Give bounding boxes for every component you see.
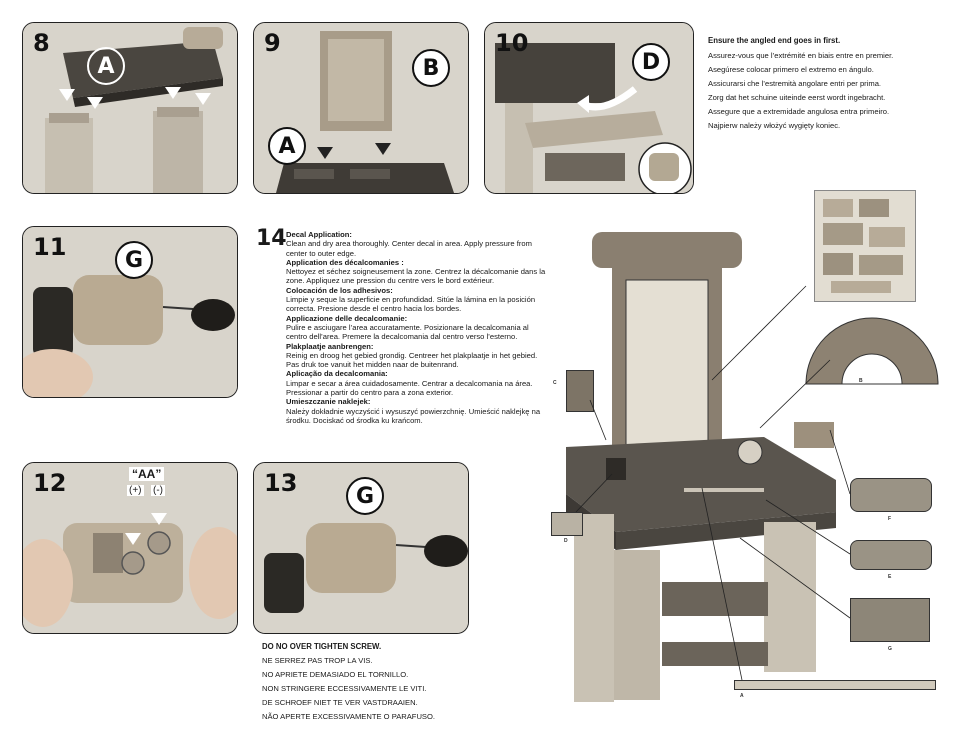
decal-f [850,478,932,512]
decal-label-a: A [740,693,744,699]
battery-polarity-plus: (+) [127,485,144,496]
screw-warning: DO NO OVER TIGHTEN SCREW. NE SERREZ PAS … [262,640,512,724]
step-9-number: 9 [264,29,281,57]
down-arrow-icon [375,143,391,155]
workbench-illustration [566,232,836,702]
down-arrow-icon [195,93,211,105]
decal-text: Nettoyez et séchez soigneusement la zone… [286,267,546,286]
angled-end-line: Assurez-vous que l’extrémité en biais en… [708,51,894,60]
angled-end-line: Najpierw należy włożyć wygięty koniec. [708,121,841,130]
step-12-number: 12 [33,469,67,497]
part-label-a: A [87,47,125,85]
decal-g [850,598,930,642]
screw-warning-line: NON STRINGERE ECCESSIVAMENTE LE VITI. [262,684,427,693]
part-label-g: G [346,477,384,515]
screw-warning-line: NE SERREZ PAS TROP LA VIS. [262,656,373,665]
step-12-panel: 12 “AA” (+) (-) [22,462,238,634]
decal-text: Limpie y seque la superficie en profundi… [286,295,536,314]
step-11-illustration [23,227,237,397]
angled-end-line: Assegure que a extremidade angulosa entr… [708,107,890,116]
down-arrow-icon [317,147,333,159]
decal-label-e: E [888,574,892,580]
screw-warning-title: DO NO OVER TIGHTEN SCREW. [262,642,382,651]
decal-label-g: G [888,646,892,652]
decal-label-f: F [888,516,892,522]
screw-warning-line: DE SCHROEF NIET TE VER VASTDRAAIEN. [262,698,418,707]
decal-heading: Application des décalcomanies : [286,257,404,267]
step-10-number: 10 [495,29,529,57]
step-8-panel: 8 A [22,22,238,194]
decal-text: Należy dokładnie wyczyścić i wysuszyć po… [286,406,541,425]
decal-heading: Decal Application: [286,230,352,239]
decal-label-c: C [553,380,557,386]
step-14-number: 14 [256,226,287,251]
battery-polarity-minus: (-) [151,485,165,496]
step-13-illustration [254,463,468,633]
protractor-decal [805,317,939,385]
angled-end-line: Assicurarsi che l’estremità angolare ent… [708,79,882,88]
down-arrow-icon [59,89,75,101]
angled-end-line: Zorg dat het schuine uiteinde eerst word… [708,93,886,102]
ruler-decal [734,680,936,690]
step-11-number: 11 [33,233,67,261]
part-label-d: D [632,43,670,81]
decal-heading: Umieszczanie naklejek: [286,397,371,407]
down-arrow-icon [125,533,141,545]
decal-e [850,540,932,570]
decal-c [566,370,594,412]
decal-sheet-thumbnail [814,190,916,302]
battery-type-label: “AA” [129,467,165,481]
step-9-illustration [254,23,468,193]
screw-warning-line: NÃO APERTE EXCESSIVAMENTE O PARAFUSO. [262,712,436,721]
angled-end-instructions: Ensure the angled end goes in first. Ass… [708,36,948,133]
decal-label-b: B [859,378,863,384]
down-arrow-icon [151,513,167,525]
down-arrow-icon [165,87,181,99]
decal-heading: Applicazione delle decalcomanie: [286,313,408,323]
step-13-panel: 13 G [253,462,469,634]
step-11-panel: 11 G [22,226,238,398]
screw-warning-line: NO APRIETE DEMASIADO EL TORNILLO. [262,670,409,679]
decal-label-d: D [564,538,568,544]
part-label-b: B [412,49,450,87]
decal-text: Reinig en droog het gebied grondig. Cent… [286,350,538,370]
step-8-illustration [23,23,237,193]
down-arrow-icon [87,97,103,109]
part-label-a: A [268,127,306,165]
angled-end-title: Ensure the angled end goes in first. [708,36,841,45]
step-9-panel: 9 B A [253,22,469,194]
decal-text: Pulire e asciugare l’area accuratamente.… [286,322,529,342]
decal-text: Clean and dry area thoroughly. Center de… [286,239,532,258]
decal-heading: Colocación de los adhesivos: [286,285,393,295]
step-10-illustration [485,23,693,193]
step-8-number: 8 [33,29,50,57]
part-label-g: G [115,241,153,279]
decal-d [551,512,583,536]
step-13-number: 13 [264,469,298,497]
decal-heading: Plakplaatje aanbrengen: [286,341,374,351]
angled-end-line: Asegúrese colocar primero el extremo en … [708,65,874,74]
decal-heading: Aplicação da decalcomania: [286,369,388,379]
step-10-panel: 10 D [484,22,694,194]
decal-text: Limpar e secar a área cuidadosamente. Ce… [286,378,533,398]
decal-instructions: Decal Application: Clean and dry area th… [286,230,550,425]
